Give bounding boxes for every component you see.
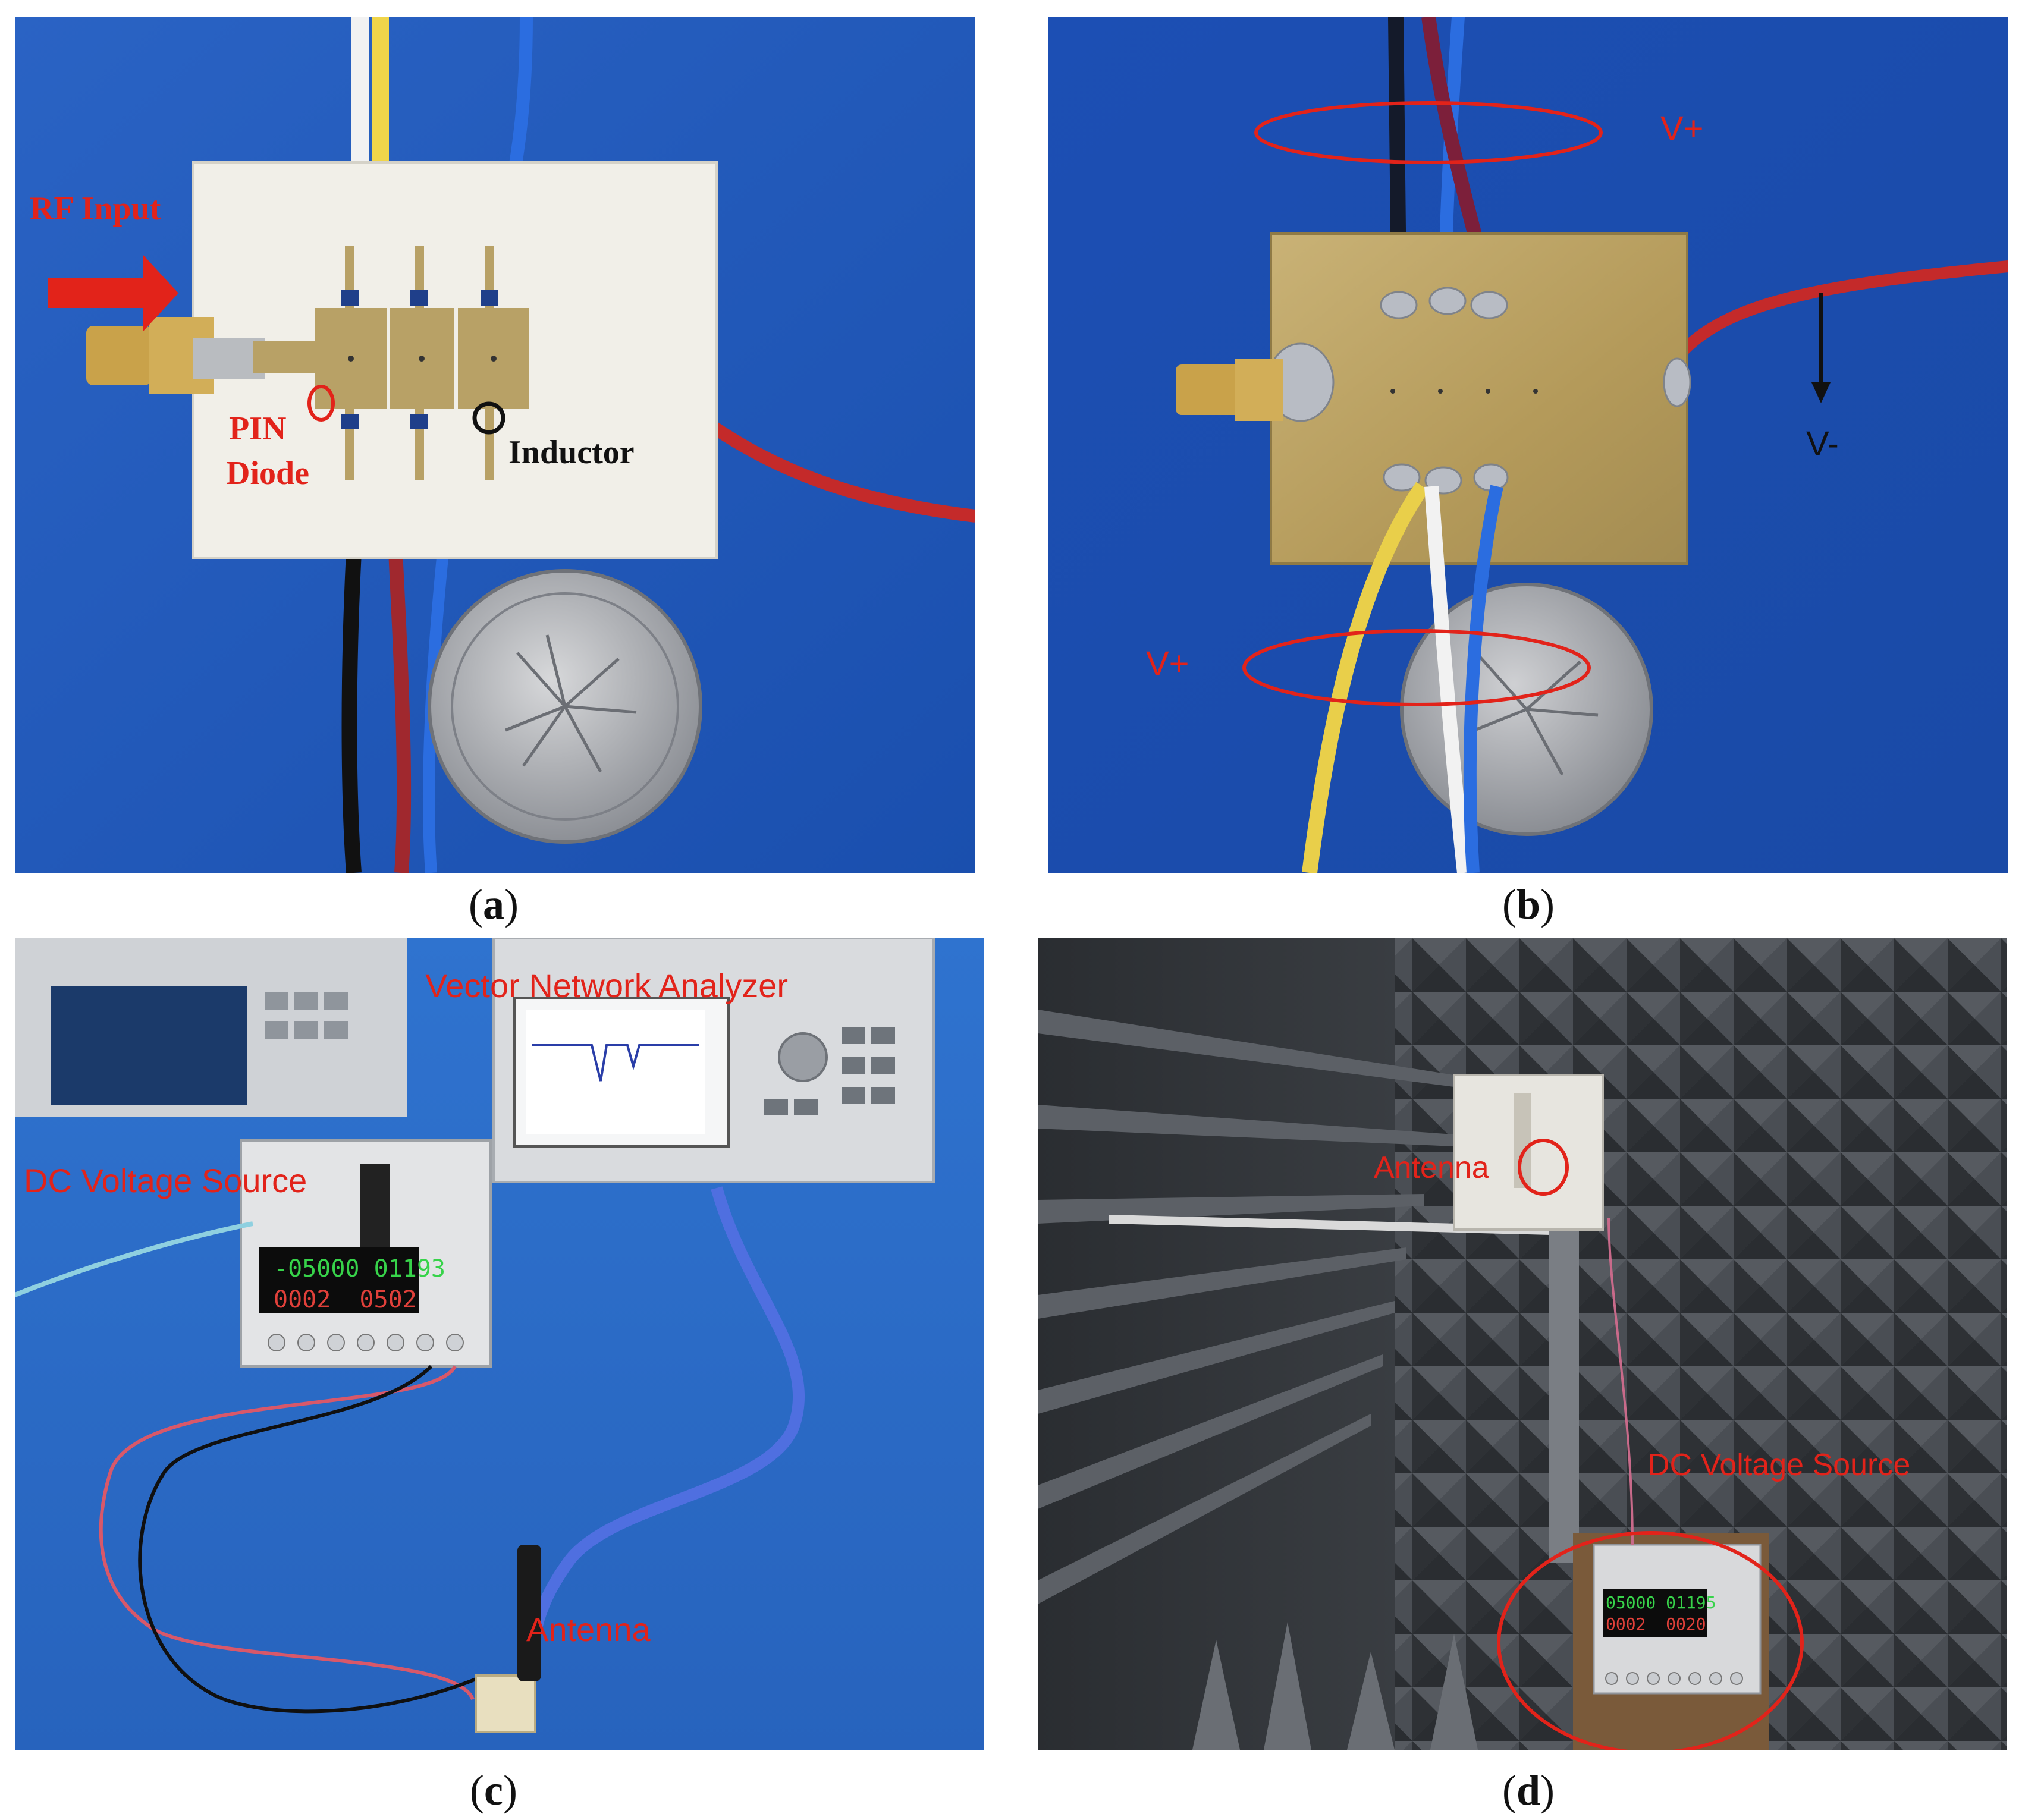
label-vector-network-analyzer: Vector Network Analyzer bbox=[425, 967, 789, 1004]
label-inductor: Inductor bbox=[508, 434, 635, 471]
photo-panel-a: RF Input PIN Diode Inductor bbox=[15, 17, 975, 873]
label-antenna-d: Antenna bbox=[1374, 1151, 1489, 1185]
label-dc-voltage-source-c: DC Voltage Source bbox=[24, 1162, 307, 1199]
dc-source-readout-c: -05000 01193 0002 0502 bbox=[274, 1253, 445, 1315]
caption-a: (a) bbox=[469, 881, 519, 928]
photo-panel-d: 05000 01195 0002 0020 Antenna DC Voltage… bbox=[1038, 938, 2007, 1750]
voltage-1-readout: -05000 bbox=[274, 1255, 360, 1283]
current-1-readout: 01193 bbox=[373, 1255, 446, 1283]
label-v-minus: V- bbox=[1806, 425, 1839, 463]
voltage-2-readout: 0002 bbox=[1606, 1614, 1646, 1634]
label-dc-voltage-source-d: DC Voltage Source bbox=[1647, 1448, 1911, 1482]
label-rf-input: RF Input bbox=[30, 190, 161, 227]
anechoic-chamber-photo bbox=[1038, 938, 2007, 1750]
label-diode: Diode bbox=[226, 455, 309, 492]
voltage-2-readout: 0002 bbox=[274, 1286, 331, 1313]
pcb-front-photo bbox=[15, 17, 975, 873]
label-antenna-c: Antenna bbox=[526, 1611, 651, 1648]
voltage-1-readout: 05000 bbox=[1606, 1593, 1656, 1612]
label-v-plus-bottom: V+ bbox=[1146, 645, 1189, 683]
pcb-back-photo bbox=[1048, 17, 2008, 873]
label-v-plus-top: V+ bbox=[1660, 109, 1704, 148]
photo-panel-c: -05000 01193 0002 0502 Vector Network An… bbox=[15, 938, 984, 1750]
vna-setup-photo bbox=[15, 938, 984, 1750]
current-2-readout: 0502 bbox=[359, 1286, 417, 1313]
label-pin: PIN bbox=[229, 410, 287, 447]
current-1-readout: 01195 bbox=[1666, 1593, 1716, 1612]
dc-source-readout-d: 05000 01195 0002 0020 bbox=[1606, 1592, 1716, 1636]
caption-c: (c) bbox=[470, 1766, 517, 1814]
caption-d: (d) bbox=[1502, 1766, 1555, 1814]
photo-panel-b: V+ V- V+ bbox=[1048, 17, 2008, 873]
caption-b: (b) bbox=[1502, 881, 1555, 928]
current-2-readout: 0020 bbox=[1666, 1614, 1706, 1634]
